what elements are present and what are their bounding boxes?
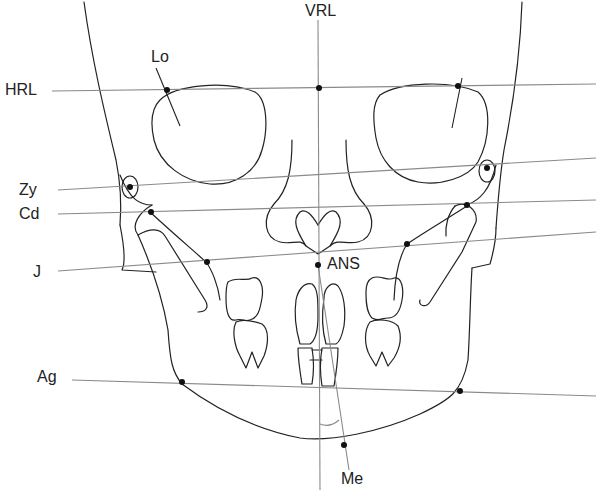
landmark-label: ANS (326, 255, 361, 273)
landmark-label: Lo (150, 48, 170, 66)
landmark-label: J (32, 263, 42, 281)
landmark-label: VRL (304, 2, 337, 20)
landmark-label: Cd (18, 205, 40, 223)
landmark-label: Me (340, 470, 364, 488)
landmark-label: Ag (36, 368, 58, 386)
landmark-label: HRL (4, 81, 38, 99)
landmark-label: Zy (18, 181, 38, 199)
